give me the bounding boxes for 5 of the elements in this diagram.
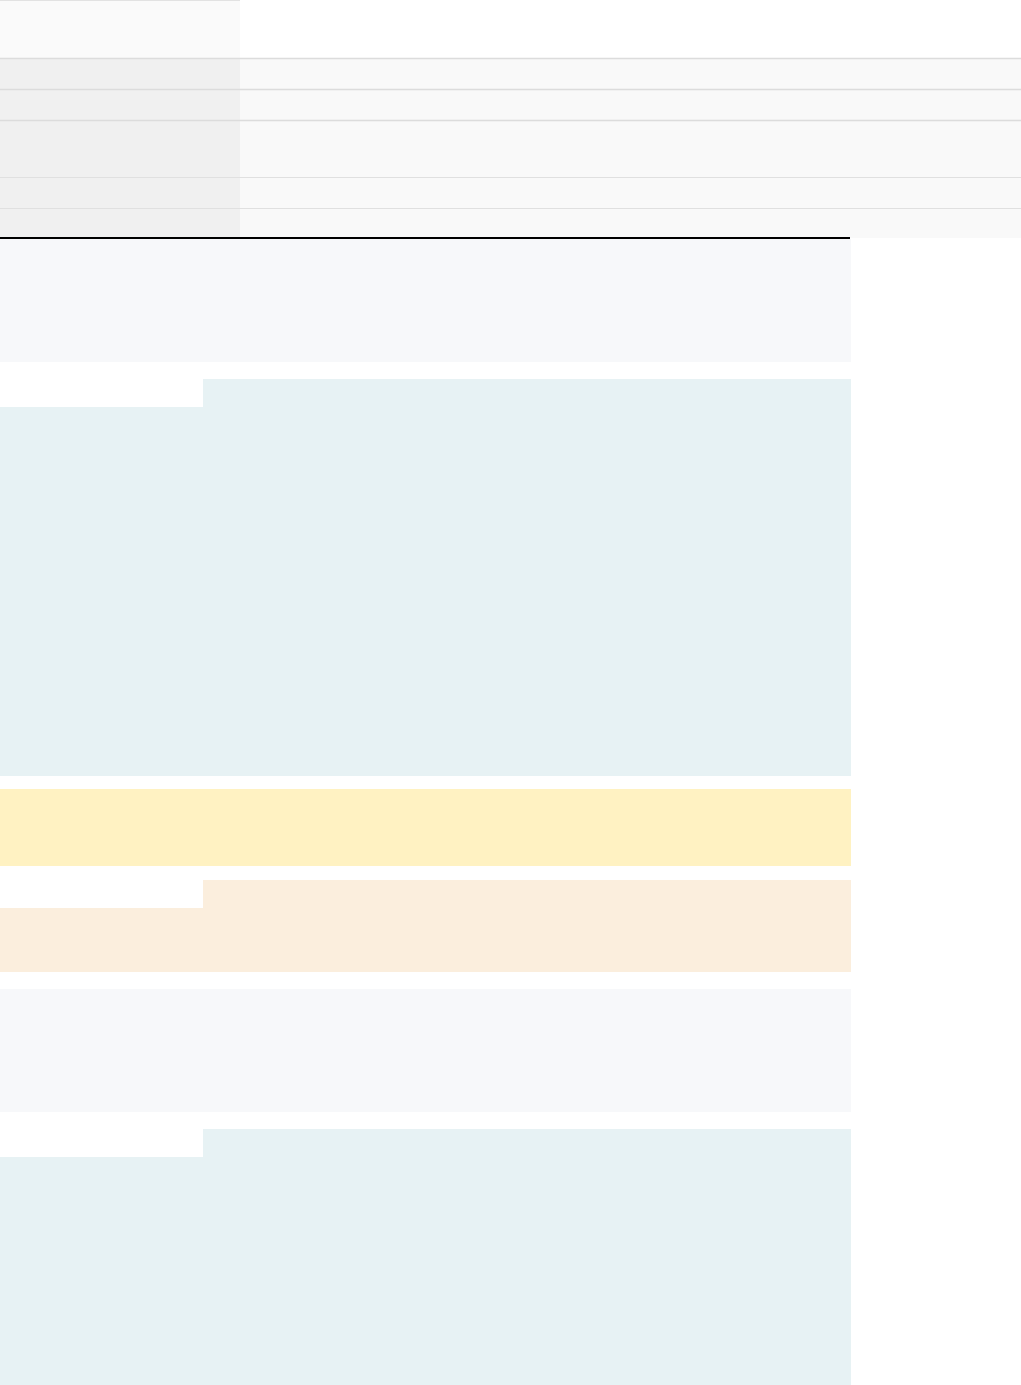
tabbed-panel: [0, 379, 851, 776]
panel: [0, 789, 851, 866]
panel: [0, 239, 851, 362]
tabbed-panel: [0, 880, 851, 972]
tabbed-panel: [0, 1129, 851, 1385]
